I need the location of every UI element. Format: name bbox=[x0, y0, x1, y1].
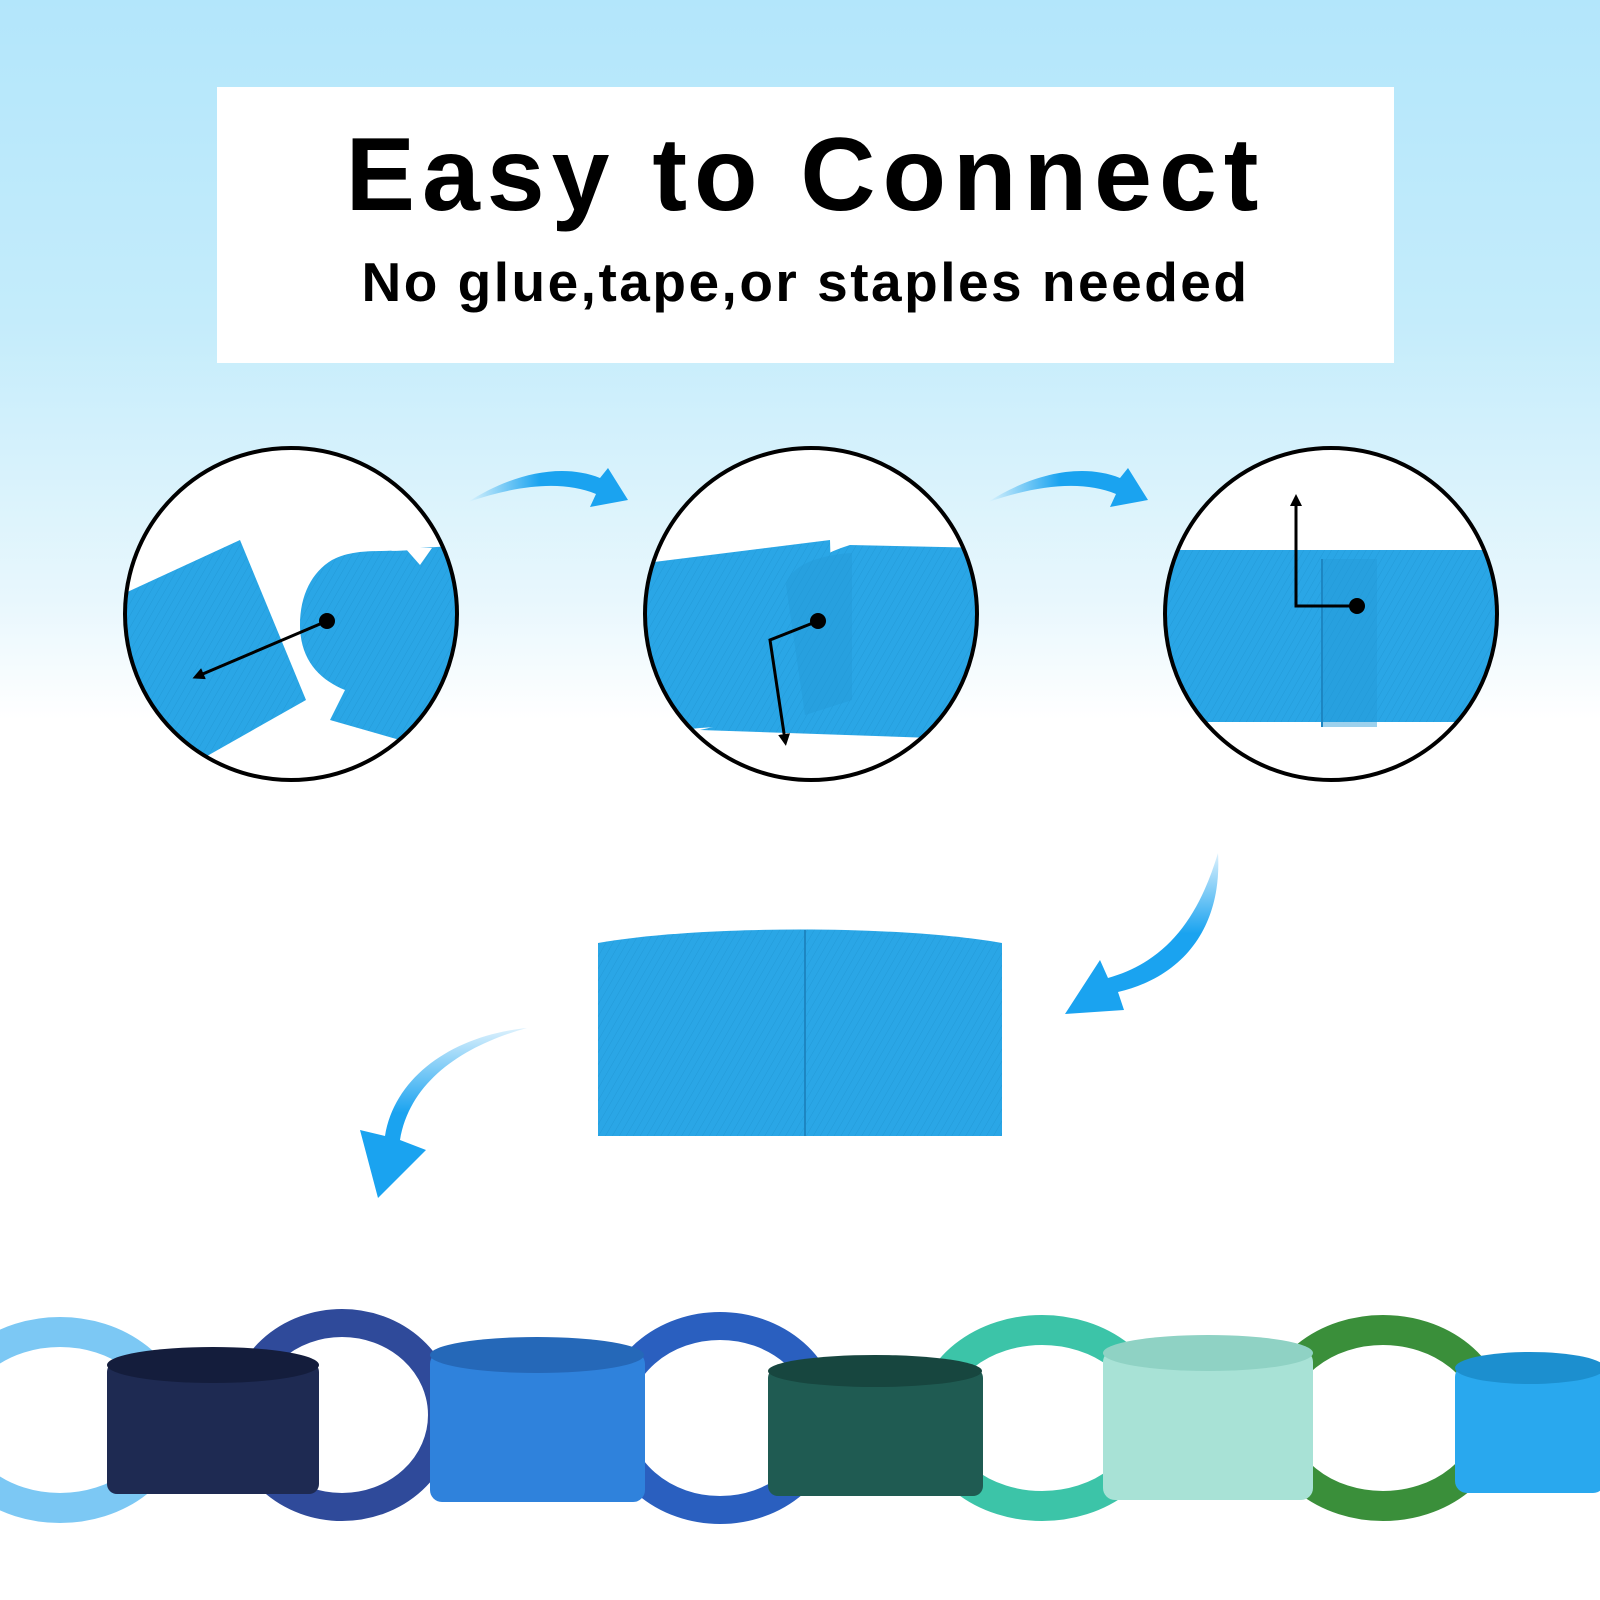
title-subheading: No glue,tape,or staples needed bbox=[361, 251, 1250, 313]
title-heading: Easy to Connect bbox=[345, 117, 1266, 233]
finished-paper-loop bbox=[598, 929, 1002, 1136]
curved-arrow-icon bbox=[468, 468, 628, 507]
curved-arrow-icon bbox=[988, 468, 1148, 507]
curved-arrow-icon bbox=[360, 1028, 527, 1198]
title-card: Easy to Connect No glue,tape,or staples … bbox=[217, 87, 1394, 363]
step-3-circle bbox=[1163, 446, 1499, 782]
step-1-circle bbox=[123, 446, 459, 782]
paper-chain bbox=[0, 1309, 1600, 1524]
curved-arrow-icon bbox=[1065, 853, 1219, 1014]
step-2-circle bbox=[643, 446, 979, 782]
